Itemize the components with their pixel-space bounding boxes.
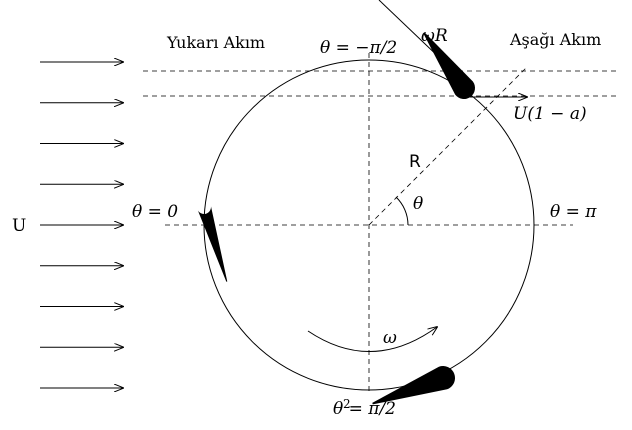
label-theta-bottom: θ = π/2: [333, 399, 396, 419]
label-theta-angle: θ: [413, 194, 423, 214]
label-downstream: Aşağı Akım: [509, 30, 601, 49]
label-theta-left: θ = 0: [132, 202, 178, 222]
label-theta-bottom-sup: 2: [343, 397, 351, 411]
blade-left: [197, 204, 228, 282]
theta-arc: [395, 196, 409, 226]
label-theta-right: θ = π: [550, 202, 597, 222]
dashed-radius-line: [368, 65, 529, 226]
rotation-arrow: [307, 327, 437, 353]
label-omega: ω: [383, 328, 397, 348]
label-free-stream: U: [12, 216, 26, 236]
blade-top-right: [423, 32, 475, 99]
blade-bottom: [372, 366, 455, 405]
label-radius: R: [409, 152, 421, 172]
label-upstream: Yukarı Akım: [166, 33, 265, 52]
label-theta-top: θ = −π/2: [320, 38, 397, 58]
label-omega-r: ωR: [421, 26, 448, 46]
label-u-one-minus-a: U(1 − a): [513, 104, 587, 124]
inflow-arrows: [40, 62, 123, 388]
